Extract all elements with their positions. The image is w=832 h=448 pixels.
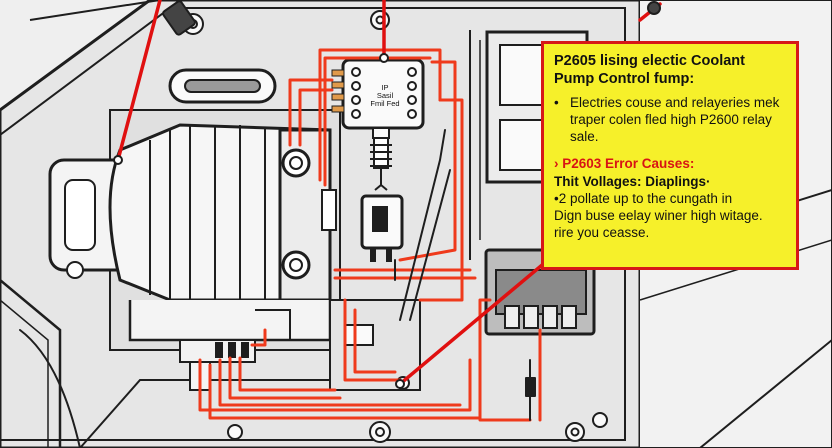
callout-subheading: Thit Vollages: Diaplings· — [554, 174, 711, 189]
relay-module-label: IP Sasil Fmil Fed — [364, 84, 406, 108]
fuse-block — [360, 194, 404, 262]
wiring-harness — [198, 48, 542, 422]
slotted-bracket — [168, 68, 277, 104]
coil-spring — [370, 137, 392, 191]
top-right-grommet — [647, 1, 661, 15]
relay-label-line: Fmil Fed — [370, 99, 400, 108]
callout-body-line: rire you ceasse. — [554, 225, 650, 240]
callout-bullet-list: • Electries couse and relayeries mek tra… — [554, 94, 787, 145]
dark-wires — [19, 129, 536, 448]
callout-body-line: •2 pollate up to the cungath in — [554, 191, 733, 206]
cable-clamp — [162, 0, 196, 36]
relay-label-line: IP — [381, 83, 389, 92]
coolant-pump — [48, 109, 341, 391]
callout-body-line: Dign buse eelay winer high witage. — [554, 208, 763, 223]
callout-bullet-text: Electries couse and relayeries mek trape… — [570, 95, 780, 144]
info-callout: P2605 lising electic Coolant Pump Contro… — [541, 41, 799, 270]
callout-bullet-item: • Electries couse and relayeries mek tra… — [554, 94, 787, 145]
relay-module — [331, 58, 425, 139]
bullet-icon: • — [554, 95, 559, 110]
callout-error-heading: › P2603 Error Causes: — [554, 156, 695, 171]
relay-label-line: Sasil — [376, 91, 394, 100]
callout-title: P2605 lising electic Coolant Pump Contro… — [554, 53, 745, 87]
